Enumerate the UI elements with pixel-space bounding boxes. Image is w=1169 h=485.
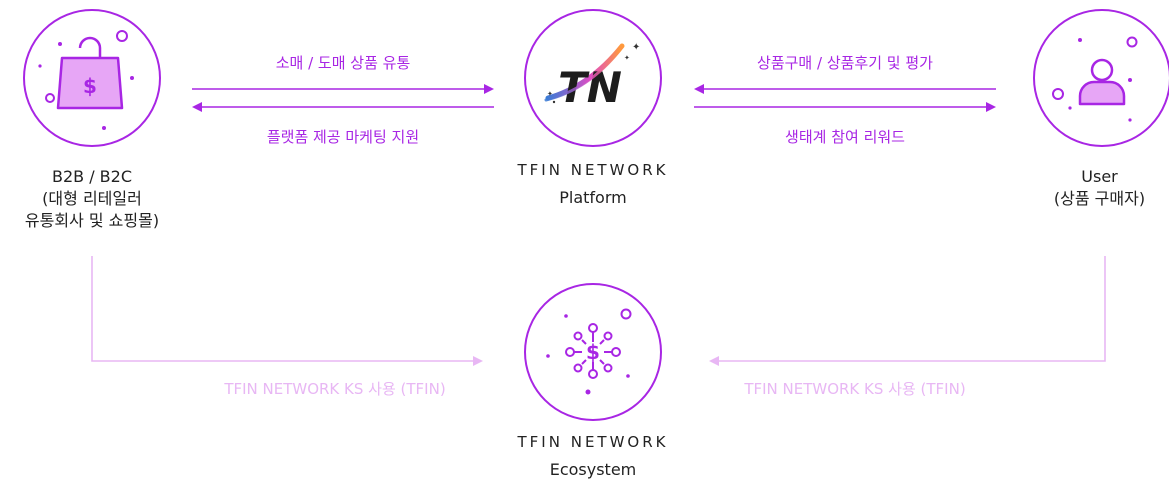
arrow-user-to-platform	[694, 84, 996, 94]
arrow-b2b-to-ecosystem	[91, 256, 483, 366]
svg-text:✦: ✦	[624, 54, 630, 62]
user-label: User (상품 구매자)	[1030, 166, 1169, 210]
dollar-network-icon: $	[546, 308, 632, 395]
user-label-line1: User	[1081, 167, 1118, 186]
svg-text:TN: TN	[558, 63, 622, 112]
flow-label-platform-to-user: 생태계 참여 리워드	[785, 128, 905, 146]
ecosystem-brand: TFIN NETWORK	[517, 433, 669, 451]
arrow-b2b-to-platform	[192, 84, 494, 94]
ecosystem-node: $	[524, 283, 662, 421]
tn-logo-icon: TN ✦ ✦ ✦	[544, 42, 640, 112]
svg-text:$: $	[586, 340, 600, 364]
flow-label-b2b-to-ecosystem: TFIN NETWORK KS 사용 (TFIN)	[224, 380, 446, 398]
user-icon	[1052, 36, 1138, 122]
platform-node: TN ✦ ✦ ✦	[524, 9, 662, 147]
svg-text:✦: ✦	[632, 42, 640, 53]
user-label-line2: (상품 구매자)	[1053, 189, 1146, 208]
arrow-platform-to-b2b	[192, 102, 494, 112]
platform-sub: Platform	[559, 188, 627, 207]
b2b-label-line3: 유통회사 및 쇼핑몰)	[24, 211, 160, 230]
shopping-bag-dollar-icon: $	[38, 30, 134, 130]
b2b-label: B2B / B2C (대형 리테일러 유통회사 및 쇼핑몰)	[0, 166, 184, 232]
svg-text:$: $	[83, 74, 97, 98]
ecosystem-sub: Ecosystem	[549, 460, 637, 479]
platform-brand: TFIN NETWORK	[517, 161, 669, 179]
ecosystem-label: TFIN NETWORK Ecosystem	[473, 431, 713, 481]
svg-text:✦: ✦	[547, 90, 553, 98]
flow-label-user-to-ecosystem: TFIN NETWORK KS 사용 (TFIN)	[744, 380, 966, 398]
user-node	[1033, 9, 1169, 147]
flow-label-platform-to-b2b: 플랫폼 제공 마케팅 지원	[266, 128, 420, 146]
arrow-user-to-ecosystem	[709, 256, 1106, 366]
flow-label-b2b-to-platform: 소매 / 도매 상품 유통	[275, 54, 411, 72]
b2b-label-line2: (대형 리테일러	[42, 189, 142, 208]
b2b-node: $	[23, 9, 161, 147]
arrow-platform-to-user	[694, 102, 996, 112]
flow-label-user-to-platform: 상품구매 / 상품후기 및 평가	[757, 54, 933, 72]
b2b-label-line1: B2B / B2C	[51, 167, 133, 186]
platform-label: TFIN NETWORK Platform	[473, 159, 713, 209]
